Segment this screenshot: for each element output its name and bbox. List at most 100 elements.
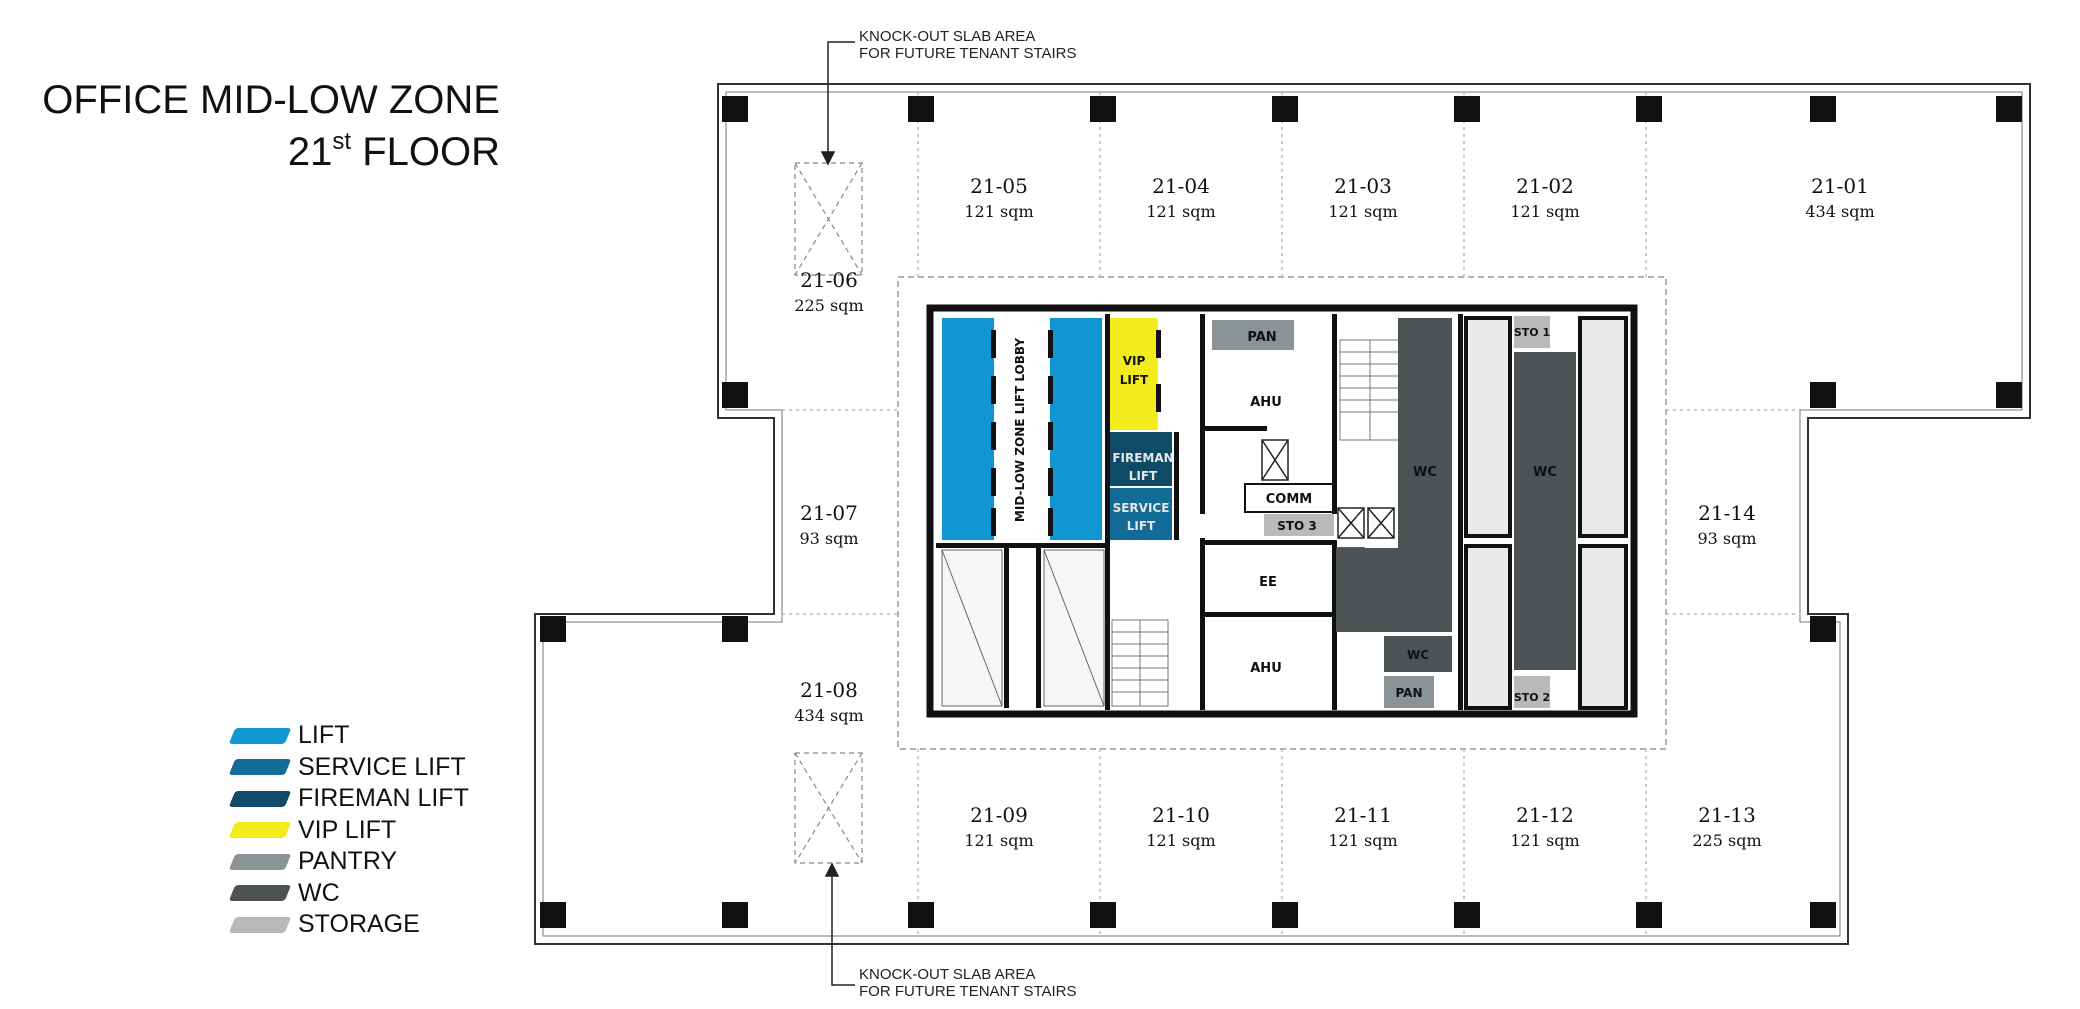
service-lift [1110,488,1172,540]
unit-21-03-area: 121 sqm [1328,202,1397,221]
knockout-note-top-line2: FOR FUTURE TENANT STAIRS [859,45,1077,62]
pantry-2-label: PAN [1395,686,1422,700]
unit-21-07-area: 93 sqm [799,529,858,548]
legend-swatch [228,790,292,807]
unit-21-08-number: 21-08 [800,678,858,702]
wc-block-1 [1336,318,1452,632]
legend-item: FIREMAN LIFT [228,783,469,815]
legend-label: PANTRY [298,847,398,876]
legend-item: VIP LIFT [228,815,469,847]
legend-label: VIP LIFT [298,815,397,844]
pantry-1-label: PAN [1247,330,1276,345]
fireman-lift [1110,432,1172,486]
unit-21-12-number: 21-12 [1516,803,1574,827]
stair-1 [1111,619,1169,707]
fireman-lift-label-2: LIFT [1129,469,1158,483]
knockout-note-bottom-line1: KNOCK-OUT SLAB AREA [859,966,1035,983]
wc-block-2 [1514,352,1576,670]
legend-label: FIREMAN LIFT [298,784,469,813]
structural-columns [540,96,2022,928]
legend-swatch [228,916,292,933]
vip-lift [1110,318,1158,430]
lower-lift-shafts [941,549,1105,707]
storage-2-label: STO 2 [1514,691,1550,704]
unit-21-02-number: 21-02 [1516,174,1574,198]
unit-21-09-number: 21-09 [970,803,1028,827]
comm-label: COMM [1266,492,1312,507]
unit-21-05-number: 21-05 [970,174,1028,198]
floor-word: FLOOR [351,130,500,174]
unit-21-12-area: 121 sqm [1510,831,1579,850]
ee-label: EE [1259,575,1277,590]
vip-lift-door-markers [1156,330,1161,412]
service-lift-label-2: LIFT [1127,519,1156,533]
unit-21-01-number: 21-01 [1811,174,1869,198]
leader-lines [820,41,855,986]
pantry-1 [1212,320,1294,350]
storage-1 [1514,316,1550,348]
unit-21-11-number: 21-11 [1334,803,1392,827]
unit-21-09-area: 121 sqm [964,831,1033,850]
legend-label: WC [298,878,340,907]
fireman-lift-label-1: FIREMAN [1112,451,1173,465]
service-lift-label-1: SERVICE [1113,501,1170,515]
vip-lift-label-1: VIP [1123,354,1146,368]
unit-21-08-area: 434 sqm [794,706,863,725]
legend-swatch [228,822,292,839]
unit-21-01-area: 434 sqm [1805,202,1874,221]
unit-21-11-area: 121 sqm [1328,831,1397,850]
unit-21-03-number: 21-03 [1334,174,1392,198]
legend-swatch [228,885,292,902]
lift-door-markers [991,330,1053,536]
legend-label: SERVICE LIFT [298,752,466,781]
legend-item: PANTRY [228,846,469,878]
legend-label: STORAGE [298,910,420,939]
wc-2-label: WC [1533,465,1557,480]
wc-3-label: WC [1407,648,1429,662]
floor-number-title: 21st FLOOR [288,128,500,175]
wc-1-label: WC [1413,465,1437,480]
unit-labels: 21-01 434 sqm 21-02 121 sqm 21-03 121 sqm 21-0… [794,174,1874,850]
lift-lobby-label: MID-LOW ZONE LIFT LOBBY [1013,338,1027,522]
knockout-note-top-line1: KNOCK-OUT SLAB AREA [859,28,1035,45]
storage-1-label: STO 1 [1514,326,1550,339]
ahu-2-label: AHU [1250,661,1282,676]
wc-block-3 [1384,636,1452,672]
unit-21-13-number: 21-13 [1698,803,1756,827]
storage-3-label: STO 3 [1277,519,1317,533]
unit-21-04-area: 121 sqm [1146,202,1215,221]
unit-21-06-area: 225 sqm [794,296,863,315]
legend-swatch [228,759,292,776]
ahu-1-label: AHU [1250,395,1282,410]
legend-item: SERVICE LIFT [228,752,469,784]
unit-21-05-area: 121 sqm [964,202,1033,221]
unit-21-10-number: 21-10 [1152,803,1210,827]
legend-item: WC [228,878,469,910]
pantry-2 [1384,676,1434,708]
core-labels: MID-LOW ZONE LIFT LOBBY VIP LIFT FIREMAN… [1013,326,1557,704]
core-interior-walls [936,314,1463,710]
unit-21-10-area: 121 sqm [1146,831,1215,850]
legend-swatch [228,727,292,744]
storage-3 [1264,514,1334,536]
plant-shafts [1464,316,1628,710]
legend-item: LIFT [228,720,469,752]
knockout-note-bottom-line2: FOR FUTURE TENANT STAIRS [859,983,1077,1000]
knockout-slab-bottom [794,752,863,864]
legend-item: STORAGE [228,909,469,941]
unit-21-02-area: 121 sqm [1510,202,1579,221]
unit-21-13-area: 225 sqm [1692,831,1761,850]
vip-lift-label-2: LIFT [1120,373,1149,387]
comm-room [1244,483,1334,513]
lift-bank-2 [1050,318,1102,540]
legend-label: LIFT [298,721,350,750]
floor-number: 21 [287,130,333,174]
floor-zone-title: OFFICE MID-LOW ZONE [42,78,500,122]
lift-bank-1 [942,318,994,540]
floor-number-suffix: st [332,128,352,155]
unit-21-14-number: 21-14 [1698,501,1756,525]
unit-21-06-number: 21-06 [800,268,858,292]
unit-21-07-number: 21-07 [800,501,858,525]
